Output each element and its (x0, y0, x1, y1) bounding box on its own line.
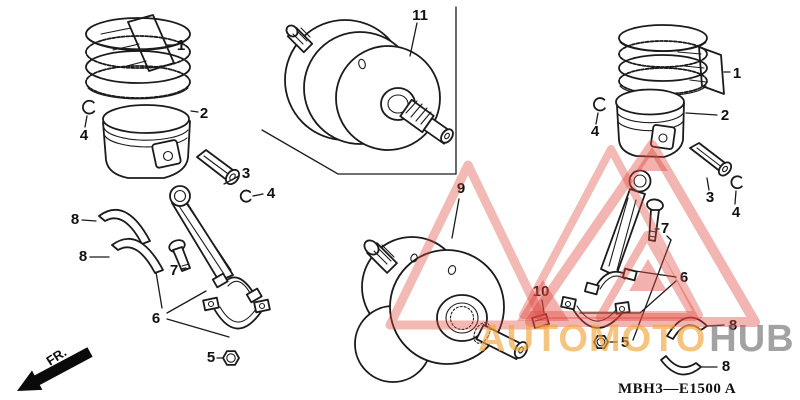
ring-flag-left (100, 14, 176, 72)
callout-nut-right: 5 (621, 334, 629, 351)
callout-bearing-right-a: 8 (729, 317, 737, 334)
callout-labels: 1 2 3 4 4 8 8 7 6 5 11 9 10 1 2 3 4 4 7 … (71, 7, 741, 375)
pin-clip-left-a (82, 99, 96, 128)
callout-crankshaft: 9 (457, 180, 465, 197)
callout-piston-left: 2 (200, 105, 208, 122)
crankshaft-drawing (354, 236, 529, 383)
rod-nut-left (216, 350, 240, 366)
callout-bearing-left-b: 8 (79, 248, 87, 265)
part-code: MBH3—E1500 A (618, 381, 736, 397)
woodruff-key (531, 299, 550, 329)
pin-clip-right-a (593, 97, 606, 125)
piston-pin-right (689, 142, 733, 191)
rod-bracket-right (579, 235, 677, 341)
pin-clip-right-b (730, 175, 743, 205)
watermark-triangle-apex-solid (636, 147, 668, 171)
callout-rod-right: 6 (680, 269, 688, 286)
callout-clip-right-a: 4 (591, 123, 600, 140)
watermark-triangle-small-solid (629, 259, 667, 291)
ring-set-left (85, 17, 191, 100)
callout-key: 10 (533, 283, 550, 300)
watermark-brand-left: AUTOMOTO (478, 318, 706, 360)
watermark-logo: AUTOMOTOHUB (385, 140, 795, 360)
callout-ring-set-left: 1 (177, 37, 185, 54)
rod-cap-left (202, 296, 271, 330)
rod-bolt-left (168, 239, 191, 272)
watermark-brand: AUTOMOTOHUB (478, 318, 795, 360)
callout-bearing-right-b: 8 (722, 358, 730, 375)
ring-set-right (618, 24, 708, 97)
callout-bolt-left: 7 (170, 262, 178, 279)
piston-left (102, 104, 199, 179)
front-direction-marker: FR. (17, 345, 93, 391)
callout-rod-left: 6 (152, 310, 160, 327)
watermark-triangle-far-left (385, 160, 550, 330)
watermark-triangle-inner (596, 231, 698, 321)
callout-clip-right-b: 4 (732, 204, 741, 221)
callout-bearing-left-a: 8 (71, 211, 79, 228)
piston-pin-left (196, 149, 240, 186)
callout-pin-right: 3 (706, 189, 714, 206)
rod-cap-right (560, 295, 631, 329)
front-arrow-icon (17, 347, 93, 391)
crank-weight-drawing (284, 19, 454, 151)
rod-nut-right (593, 334, 618, 350)
callout-clip-left-a: 4 (80, 127, 89, 144)
bearing-shells-left (81, 208, 164, 274)
leader-11 (409, 22, 418, 57)
callout-clip-left-b: 4 (267, 185, 276, 202)
detail-box (261, 6, 457, 175)
bearing-shells-right (660, 316, 725, 376)
leader-9 (451, 198, 460, 239)
rod-bracket-left (155, 271, 230, 338)
callout-nut-left: 5 (207, 349, 215, 366)
pin-clip-left-b (239, 189, 264, 203)
callout-ring-set-right: 1 (733, 65, 741, 82)
watermark-triangle-main (525, 140, 760, 327)
callout-pin-left: 3 (242, 165, 250, 182)
callout-crank-weight: 11 (412, 7, 428, 24)
piston-right (615, 88, 718, 158)
watermark-brand-right: HUB (709, 318, 794, 360)
rod-bolt-right (646, 198, 664, 242)
callout-piston-right: 2 (721, 107, 729, 124)
connecting-rod-right (584, 169, 652, 296)
watermark-triangle-left-solid (517, 280, 569, 321)
callout-bolt-right: 7 (661, 220, 669, 237)
connecting-rod-left (169, 185, 263, 304)
watermark-triangle-left (519, 145, 703, 319)
